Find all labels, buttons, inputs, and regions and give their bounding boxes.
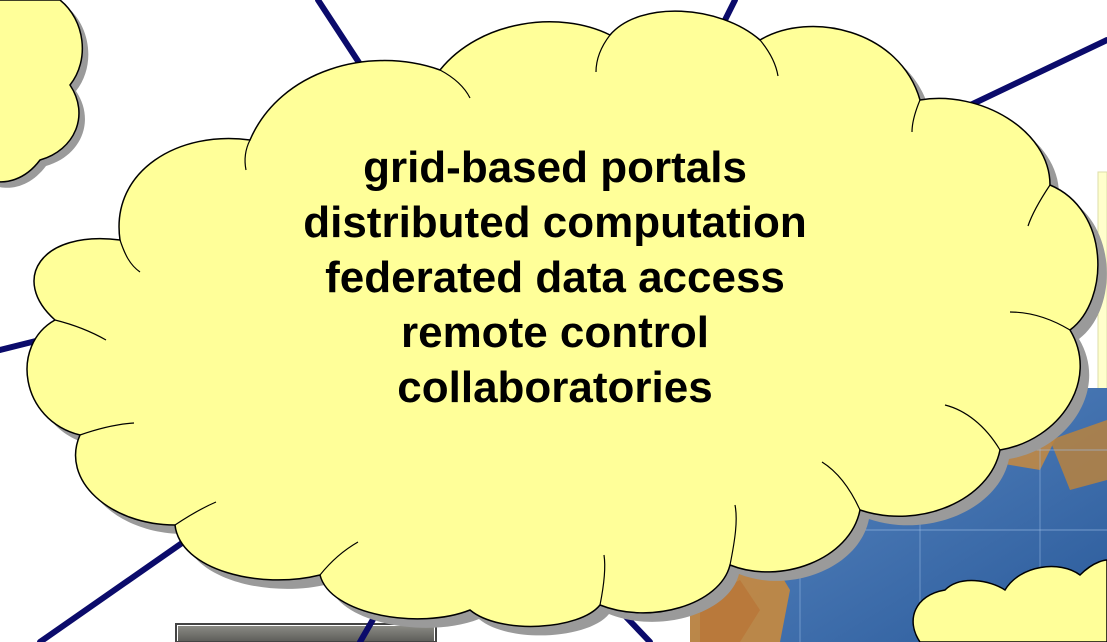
cloud-top-left — [0, 0, 89, 188]
connector-line — [957, 37, 1107, 113]
cloud-line-1: grid-based portals — [363, 143, 747, 192]
main-cloud-text: grid-based portals distributed computati… — [210, 140, 900, 415]
cloud-line-2: distributed computation — [303, 198, 807, 247]
equipment-photo — [175, 623, 437, 642]
cloud-line-3: federated data access — [325, 253, 785, 302]
cloud-bottom-right — [912, 559, 1107, 642]
cloud-line-4: remote control — [400, 308, 710, 357]
cloud-line-5: collaboratories — [397, 363, 713, 412]
main-cloud — [26, 10, 1107, 636]
